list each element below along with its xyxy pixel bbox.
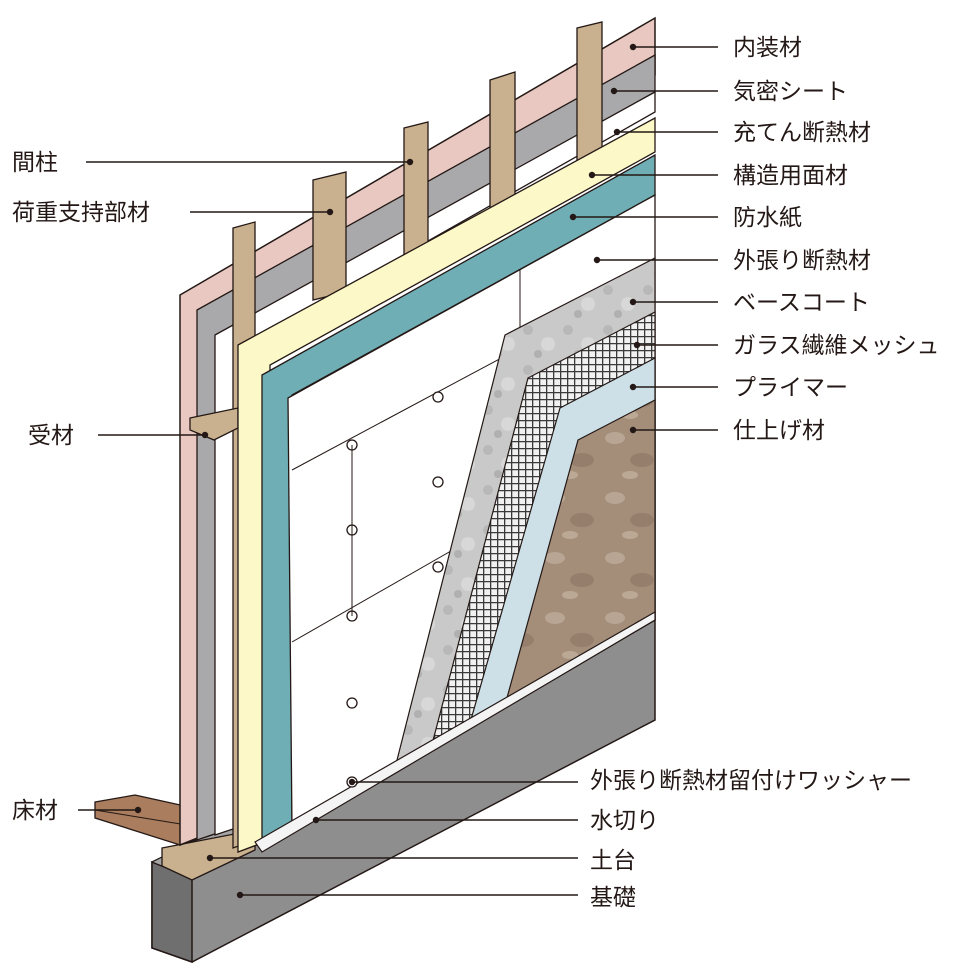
label-exterior-insulation: 外張り断熱材 <box>733 248 871 274</box>
leader-dot <box>201 431 209 439</box>
labels-left: 間柱 荷重支持部材 受材 床材 <box>12 150 150 824</box>
leader-dot <box>406 158 414 166</box>
leader-dot <box>588 171 596 179</box>
leader-dot <box>593 256 601 264</box>
leader-dot <box>569 213 577 221</box>
label-cavity-insulation: 充てん断熱材 <box>733 120 871 146</box>
leader-dot <box>610 87 618 95</box>
label-support-member: 受材 <box>28 423 74 449</box>
label-insulation-washer: 外張り断熱材留付けワッシャー <box>590 768 912 794</box>
leader-dot <box>629 426 637 434</box>
flashing <box>254 610 656 853</box>
leader-dot <box>206 854 214 862</box>
label-glass-fiber-mesh: ガラス繊維メッシュ <box>733 333 940 359</box>
labels-bottom: 外張り断熱材留付けワッシャー 水切り 土台 基礎 <box>590 768 912 911</box>
leader-dot <box>629 383 637 391</box>
leader-dot <box>629 43 637 51</box>
label-interior-finish: 内装材 <box>733 35 802 61</box>
label-load-bearing-member: 荷重支持部材 <box>12 200 150 226</box>
leader-dot <box>134 806 142 814</box>
labels-right: 内装材 気密シート 充てん断熱材 構造用面材 防水紙 外張り断熱材 ベースコート… <box>733 35 940 444</box>
insulation-washers <box>346 391 444 788</box>
label-waterproof-paper: 防水紙 <box>733 205 802 231</box>
leader-dot <box>348 778 356 786</box>
label-base-coat: ベースコート <box>733 290 870 316</box>
leader-dot <box>629 298 637 306</box>
leader-dot <box>236 891 244 899</box>
leader-lines <box>78 43 718 899</box>
label-stud: 間柱 <box>12 150 58 176</box>
label-airtight-sheet: 気密シート <box>733 79 848 105</box>
label-finish-coat: 仕上げ材 <box>733 418 825 444</box>
leader-dot <box>633 341 641 349</box>
label-primer: プライマー <box>733 375 848 401</box>
label-foundation: 基礎 <box>590 885 636 911</box>
label-floor-material: 床材 <box>12 798 58 824</box>
leader-dot <box>312 816 320 824</box>
leader-dot <box>613 128 621 136</box>
structural-panel <box>237 116 656 853</box>
label-structural-panel: 構造用面材 <box>733 163 848 189</box>
leader-dot <box>326 208 334 216</box>
label-flashing: 水切り <box>590 808 659 834</box>
label-sill-plate: 土台 <box>590 848 636 874</box>
support-member <box>189 407 239 441</box>
